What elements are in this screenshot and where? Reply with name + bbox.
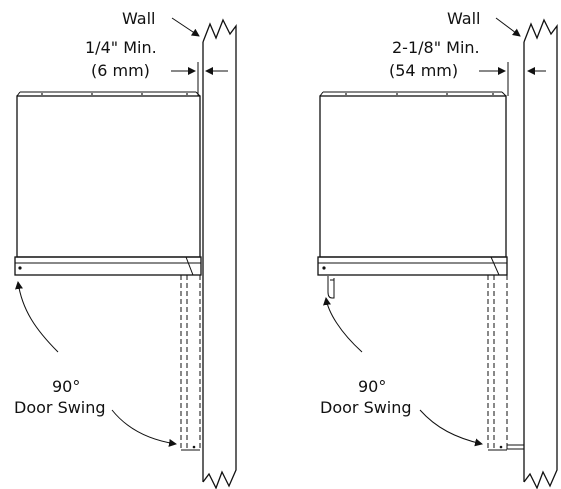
base-frame bbox=[14, 256, 202, 276]
swing-arc-upper bbox=[323, 297, 363, 353]
diagram-right: Wall 2-1/8" Min. (54 mm) bbox=[317, 9, 558, 489]
swing-arc-upper bbox=[15, 281, 59, 353]
wall-leader-arrow bbox=[171, 17, 200, 37]
diagram-left: Wall 1/4" Min. (6 mm) bbox=[14, 9, 237, 489]
open-door-outline bbox=[487, 275, 525, 451]
swing-arc-lower bbox=[111, 409, 177, 447]
clearance-label-line1: 2-1/8" Min. bbox=[392, 38, 480, 57]
wall bbox=[523, 18, 558, 489]
swing-angle-label: 90° bbox=[358, 377, 386, 396]
clearance-label-line2: (6 mm) bbox=[91, 61, 150, 80]
swing-angle-label: 90° bbox=[52, 377, 80, 396]
open-door-outline bbox=[180, 275, 201, 451]
cabinet bbox=[16, 91, 201, 258]
clearance-label-line1: 1/4" Min. bbox=[85, 38, 157, 57]
cabinet bbox=[319, 91, 507, 258]
wall-label: Wall bbox=[447, 9, 481, 28]
wall bbox=[202, 18, 237, 489]
wall-label: Wall bbox=[122, 9, 156, 28]
wall-leader-arrow bbox=[495, 17, 521, 37]
clearance-label-line2: (54 mm) bbox=[389, 61, 458, 80]
swing-label: Door Swing bbox=[320, 398, 412, 417]
door-handle bbox=[327, 276, 335, 299]
swing-label: Door Swing bbox=[14, 398, 106, 417]
swing-arc-lower bbox=[419, 409, 483, 447]
base-frame bbox=[317, 256, 508, 276]
